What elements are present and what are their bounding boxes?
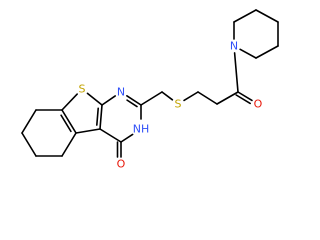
bond-a18-a19 <box>216 91 239 105</box>
bond-a23-a24 <box>255 9 279 23</box>
bond-a19-a20 <box>237 91 253 102</box>
atom-label-o: O <box>117 158 126 171</box>
bond-a4-a5 <box>61 132 77 157</box>
bond-a15-a16 <box>161 91 174 101</box>
atom-label-s: S <box>175 98 182 111</box>
bond-a8-a9 <box>99 104 103 130</box>
bond-a13-a14-inner <box>126 99 138 108</box>
atom-label-s: S <box>79 83 86 96</box>
bond-a2-a3 <box>21 132 37 157</box>
bond-a25-a26 <box>255 45 279 59</box>
atom-label-layer: S O NH N S O N <box>79 40 263 171</box>
bond-a14-a8 <box>101 95 117 106</box>
bond-a10-a12 <box>120 133 134 143</box>
chemical-structure-diagram: S O NH N S O N <box>21 9 279 171</box>
bond-a7-a8 <box>86 92 103 106</box>
bond-a9-a5 <box>75 128 101 134</box>
bond-a8-a9-inner <box>96 107 100 126</box>
bond-a26-a21 <box>239 48 257 59</box>
bond-a9-a10 <box>99 128 122 143</box>
atom-label-n: N <box>117 86 125 99</box>
atom-label-n: N <box>230 40 238 53</box>
atom-label-nh: NH <box>133 123 150 136</box>
bond-a13-a14 <box>126 95 142 106</box>
bond-a19-a20-second <box>235 94 251 105</box>
bond-a6-a7 <box>61 93 78 111</box>
bond-a5-a6-inner <box>60 114 72 133</box>
atom-label-o: O <box>254 98 263 111</box>
bond-a5-a6 <box>61 109 77 134</box>
bond-a1-a2 <box>21 109 37 134</box>
bond-a17-a18 <box>197 91 218 105</box>
bond-a16-a17 <box>183 91 199 102</box>
bond-layer <box>21 9 279 158</box>
bond-a13-a15 <box>140 91 163 106</box>
bond-a19-a21 <box>233 52 239 93</box>
bond-a22-a23 <box>233 9 257 23</box>
